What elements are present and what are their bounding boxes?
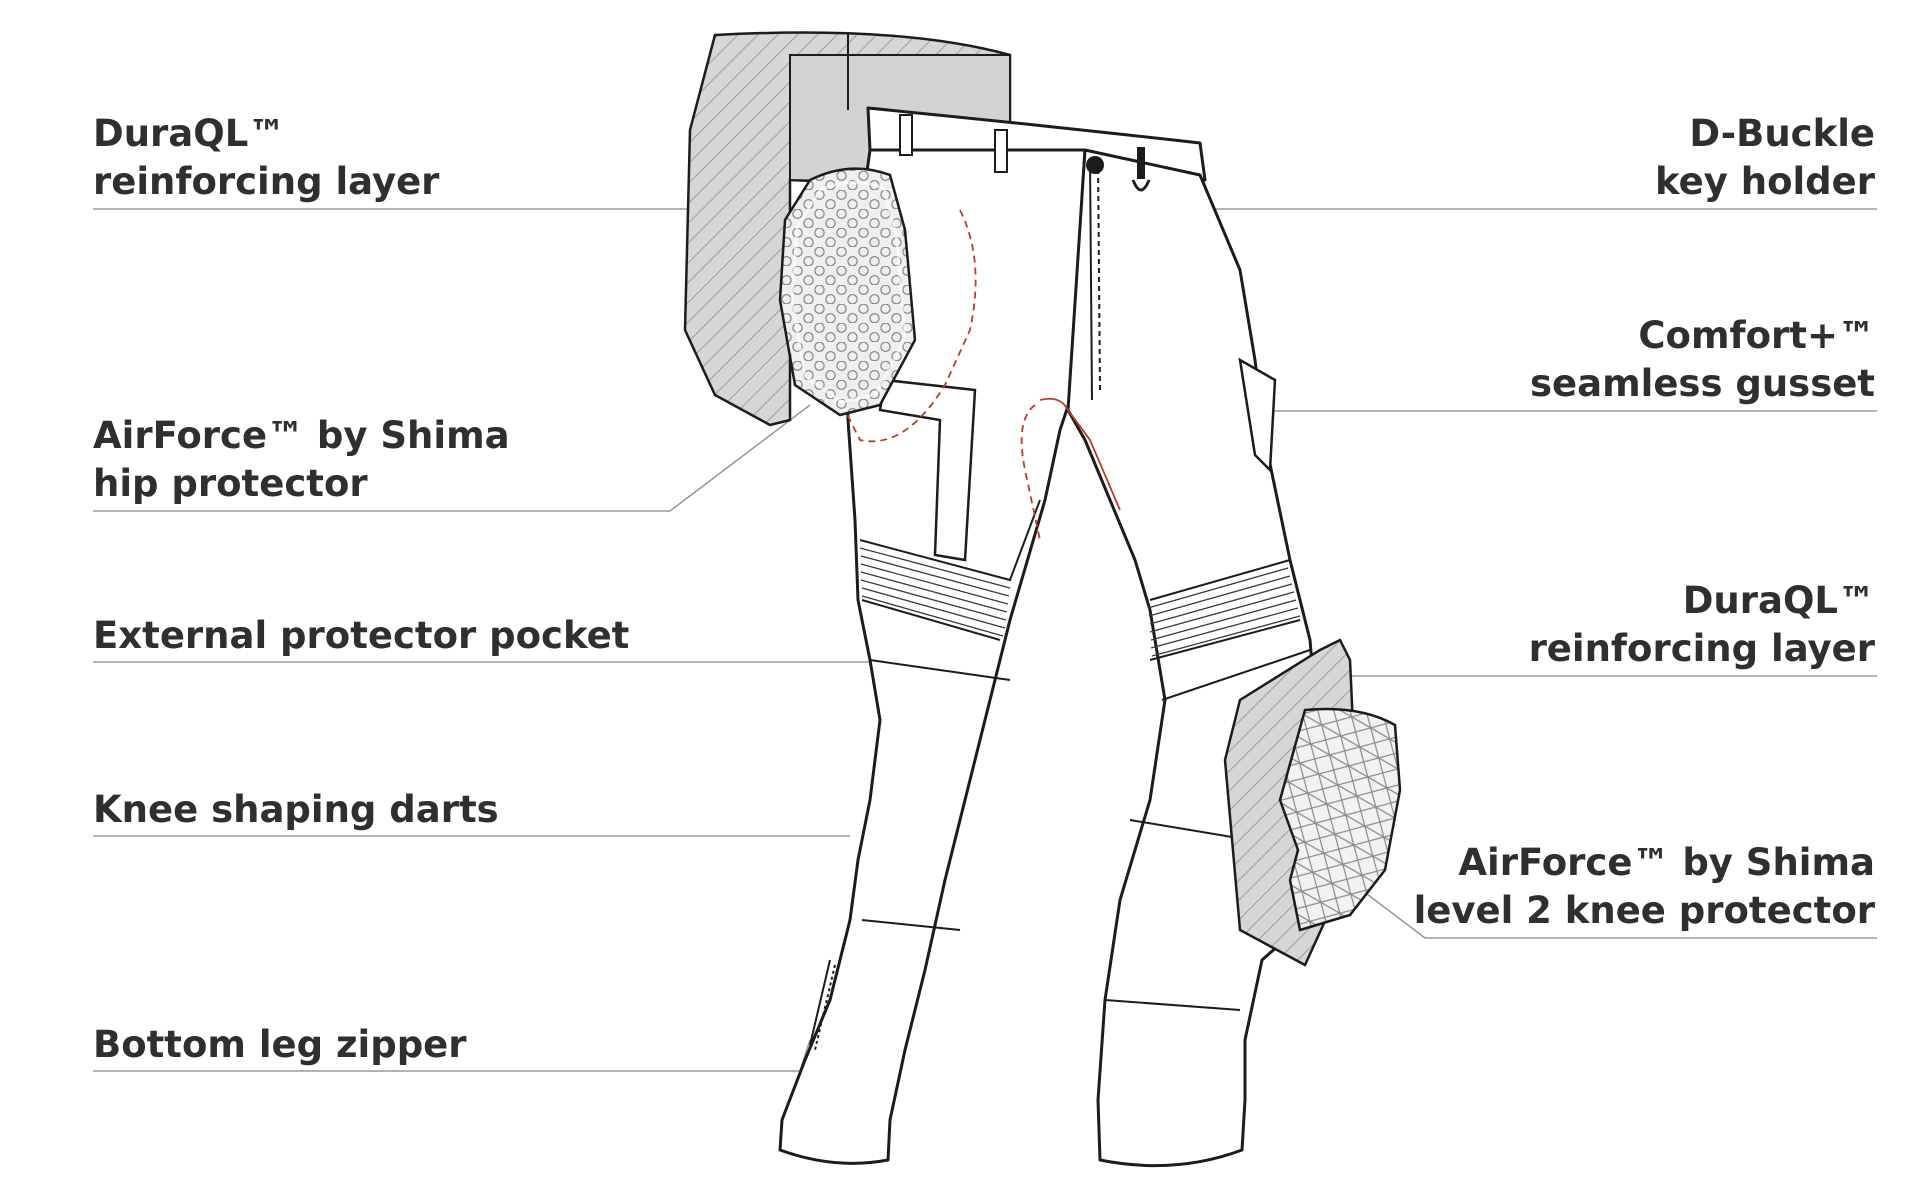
d-buckle-icon	[1086, 147, 1151, 192]
callout-line1: AirForce™ by Shima	[1458, 841, 1875, 884]
knee-shaping-darts-left	[859, 547, 1011, 637]
callout-line1: Comfort+™	[1638, 314, 1875, 357]
right-leg	[1066, 148, 1332, 1168]
callout-duraql-hip: DuraQL™ reinforcing layer	[93, 110, 439, 206]
bottom-leg-zipper	[809, 959, 836, 1051]
callout-line2: reinforcing layer	[93, 160, 440, 203]
callout-d-buckle: D-Buckle key holder	[1655, 110, 1875, 206]
callout-gusset: Comfort+™ seamless gusset	[1530, 312, 1875, 408]
leader-line-knee-protector	[1354, 884, 1877, 939]
callout-hip-protector: AirForce™ by Shima hip protector	[93, 412, 510, 508]
callout-line1: Bottom leg zipper	[93, 1023, 467, 1066]
belt-loops	[899, 114, 1008, 173]
callout-line2: key holder	[1655, 160, 1875, 203]
callout-line2: hip protector	[93, 462, 368, 505]
callout-line2: level 2 knee protector	[1413, 889, 1875, 932]
callout-line1: AirForce™ by Shima	[93, 414, 510, 457]
leader-lines-right	[1140, 208, 1877, 939]
callout-line2: reinforcing layer	[1528, 627, 1875, 670]
callout-duraql-knee: DuraQL™ reinforcing layer	[1529, 577, 1875, 673]
pants-seams	[859, 159, 1311, 1011]
knee-protector-icon	[1278, 707, 1402, 932]
comfort-gusset	[839, 209, 1121, 541]
callout-line1: D-Buckle	[1689, 112, 1875, 155]
callout-line2: seamless gusset	[1530, 362, 1875, 405]
callout-line1: External protector pocket	[93, 614, 630, 657]
callout-line1: Knee shaping darts	[93, 788, 499, 831]
callout-bottom-zipper: Bottom leg zipper	[93, 1021, 467, 1069]
callout-line1: DuraQL™	[1682, 579, 1875, 622]
hip-protector-icon	[778, 167, 917, 417]
knee-shaping-darts-right	[1147, 567, 1301, 657]
callout-knee-darts: Knee shaping darts	[93, 786, 499, 834]
callout-knee-protector: AirForce™ by Shima level 2 knee protecto…	[1414, 839, 1875, 935]
leader-line-hip-protector	[93, 404, 811, 512]
callout-line1: DuraQL™	[93, 112, 286, 155]
external-protector-pocket	[878, 357, 1277, 562]
callout-external-pocket: External protector pocket	[93, 612, 629, 660]
